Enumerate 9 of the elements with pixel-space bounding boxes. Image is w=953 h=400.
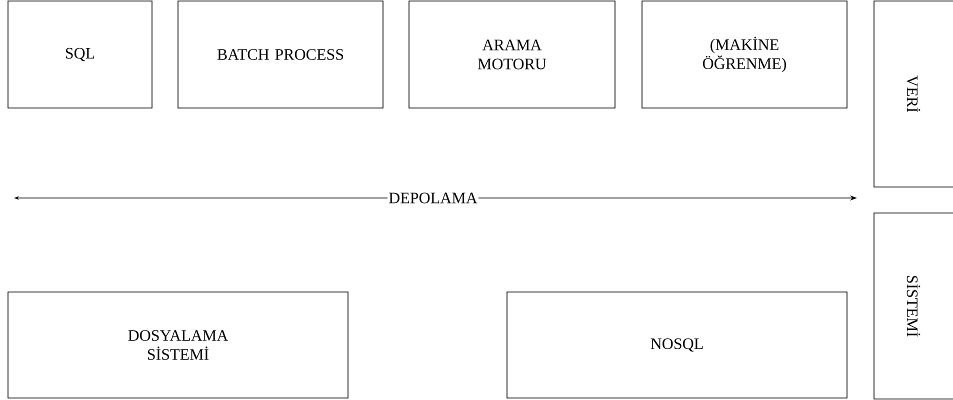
process-box: ARAMA MOTORU bbox=[408, 0, 616, 108]
axis-label: DEPOLAMA bbox=[389, 192, 478, 204]
side-box: SİSTEMİ bbox=[874, 212, 953, 400]
process-box: (MAKİNE ÖĞRENME) bbox=[642, 0, 848, 108]
process-box: DOSYALAMA SİSTEMİ bbox=[8, 292, 348, 398]
process-box: NOSQL bbox=[506, 292, 848, 398]
process-box: BATCH PROCESS bbox=[178, 0, 384, 108]
side-box: VERİ bbox=[874, 0, 953, 188]
process-box: SQL bbox=[8, 0, 152, 108]
